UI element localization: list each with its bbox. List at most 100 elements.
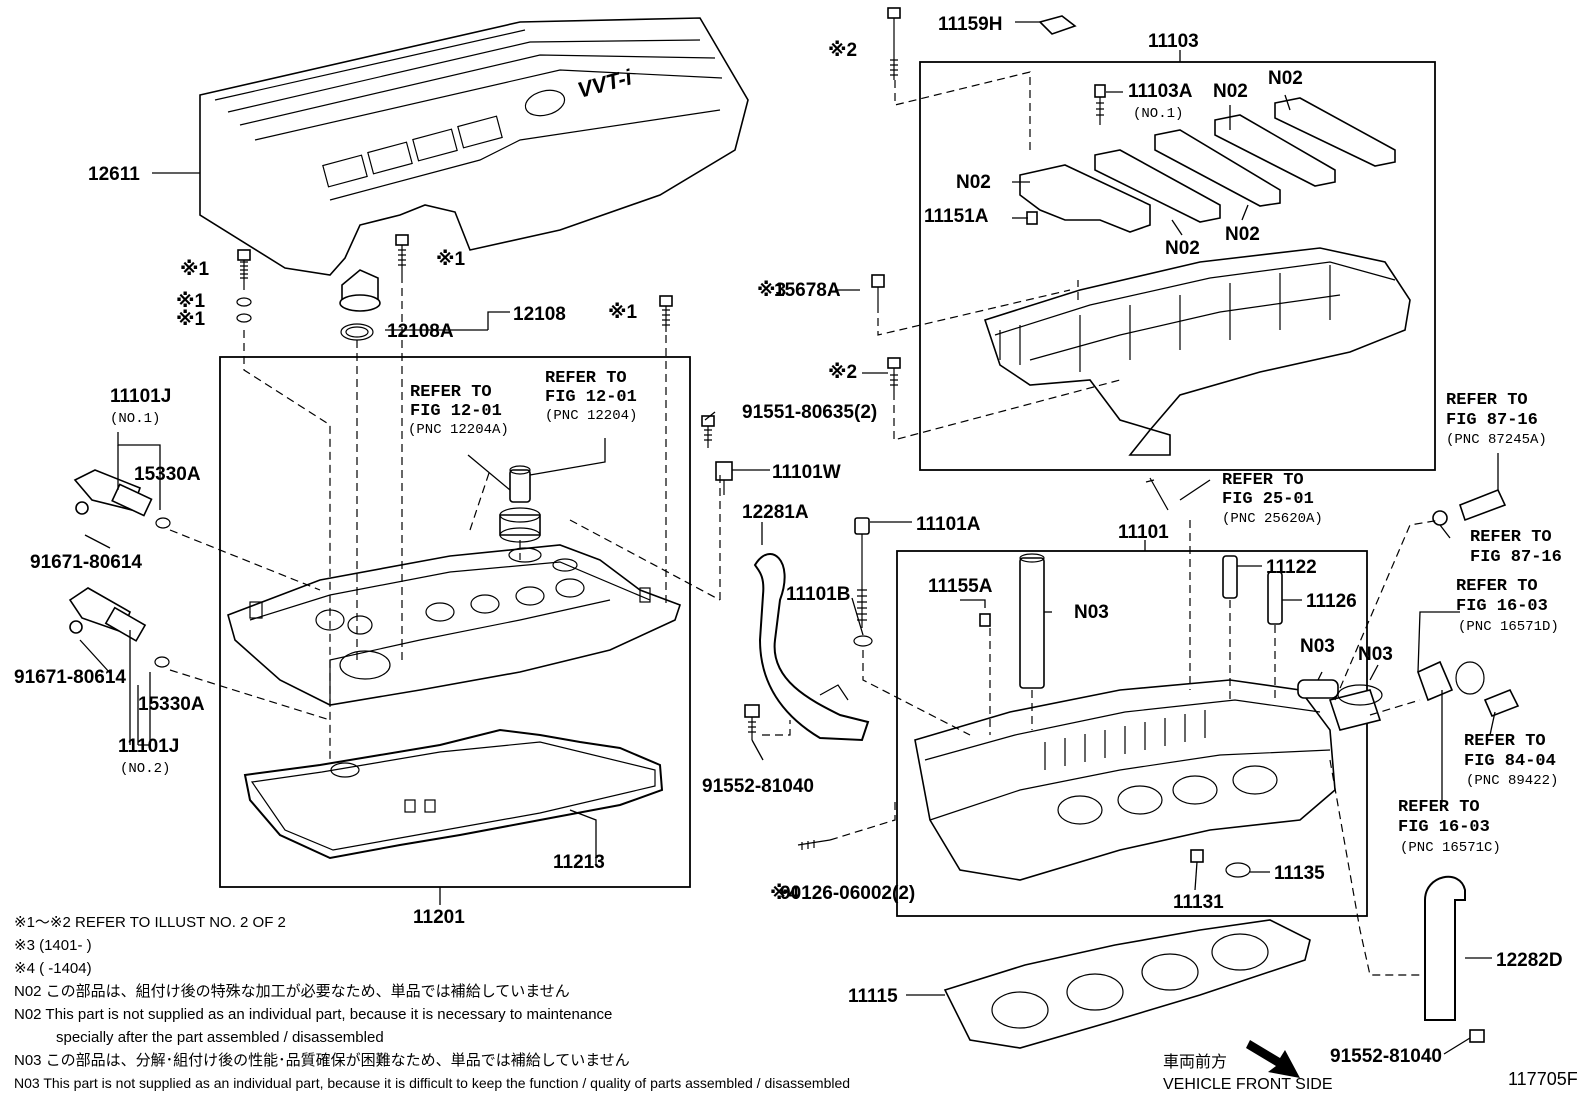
valve-cover-illustration (227, 544, 682, 706)
right-side-fittings-illustration (1416, 488, 1520, 1043)
label-11101W: 11101W (772, 462, 841, 483)
label-11101B: 11101B (786, 584, 850, 605)
valve-cover-gasket-illustration (243, 728, 664, 860)
valve-cover-group-box (219, 356, 691, 888)
camshaft-housing-illustration (983, 247, 1411, 456)
vehicle-front-en: VEHICLE FRONT SIDE (1163, 1076, 1333, 1093)
refer-7-line1: REFER TO (1464, 732, 1546, 751)
note-7: N03 この部品は、分解･組付け後の性能･品質確保が困難なため、単品では補給して… (14, 1051, 630, 1069)
refer-4-line1: REFER TO (1446, 391, 1528, 410)
oil-control-valve-1-illustration (73, 469, 171, 529)
mark-1-d: ※1 (436, 249, 465, 270)
refer-8-line3: (PNC 16571C) (1400, 840, 1501, 856)
mark-4: ※4 (770, 883, 799, 904)
mark-1-c: ※1 (176, 309, 205, 330)
label-91671-2: 91671-80614 (14, 667, 126, 688)
mark-2-b: ※2 (828, 362, 857, 383)
label-n02-e: N02 (1225, 224, 1260, 245)
vehicle-front-arrow-icon (1246, 1040, 1300, 1078)
oil-control-valve-2-illustration (68, 587, 170, 668)
refer-2-line2: FIG 12-01 (545, 388, 637, 407)
label-11155A: 11155A (928, 576, 993, 597)
refer-6-line1: REFER TO (1456, 577, 1538, 596)
refer-6-line3: (PNC 16571D) (1458, 619, 1559, 635)
note-8: N03 This part is not supplied as an indi… (14, 1075, 850, 1091)
water-hose-12281A-illustration (753, 553, 870, 742)
bolt-91552-left-illustration (744, 704, 760, 740)
refer-1-line3: (PNC 12204A) (408, 422, 509, 438)
label-11135: 11135 (1274, 863, 1325, 884)
label-11101J-no2: 11101J (118, 736, 179, 757)
label-11101A: 11101A (916, 514, 981, 535)
refer-3-line1: REFER TO (1222, 471, 1304, 490)
cam-bolt-and-gasket-illustration (871, 7, 1169, 511)
mark-1-e: ※1 (608, 302, 637, 323)
label-n02-b: N02 (1268, 68, 1303, 89)
label-11103: 11103 (1148, 31, 1199, 52)
refer-7-line3: (PNC 89422) (1466, 773, 1558, 789)
cylinder-head-group-box (896, 550, 1368, 917)
refer-7-line2: FIG 84-04 (1464, 752, 1556, 771)
label-12611: 12611 (88, 164, 140, 185)
bolts-left-illustration (236, 234, 733, 495)
refer-6-line2: FIG 16-03 (1456, 597, 1548, 616)
refer-4-line2: FIG 87-16 (1446, 411, 1538, 430)
label-11131: 11131 (1173, 892, 1224, 913)
refer-2-line1: REFER TO (545, 369, 627, 388)
label-12108A: 12108A (387, 321, 454, 342)
pcv-valve-illustration (499, 465, 541, 543)
label-91551: 91551-80635(2) (742, 402, 877, 423)
note-4: N02 この部品は、組付け後の特殊な加工が必要なため、単品では補給していません (14, 983, 570, 1000)
label-n03-c: N03 (1358, 644, 1393, 665)
label-11101J-no1: 11101J (110, 386, 171, 407)
refer-5-line2: FIG 87-16 (1470, 548, 1562, 567)
label-15330A-2: 15330A (138, 694, 205, 715)
label-11213: 11213 (553, 852, 605, 873)
note-1: ※1～※2 REFER TO ILLUST NO. 2 OF 2 (14, 914, 286, 931)
note-2: ※3 (1401- ) (14, 937, 92, 954)
head-gasket-illustration (943, 919, 1311, 1049)
cylinder-head-illustration (914, 679, 1336, 881)
label-11101: 11101 (1118, 522, 1169, 543)
refer-8-line2: FIG 16-03 (1398, 818, 1490, 837)
label-11103A-sub: (NO.1) (1133, 106, 1183, 122)
vehicle-front-jp: 車両前方 (1163, 1053, 1227, 1071)
refer-3-line2: FIG 25-01 (1222, 490, 1314, 509)
label-n02-a: N02 (1213, 81, 1248, 102)
label-15678A: 15678A (774, 280, 841, 301)
refer-4-line3: (PNC 87245A) (1446, 432, 1547, 448)
refer-1-line1: REFER TO (410, 383, 492, 402)
refer-3-line3: (PNC 25620A) (1222, 511, 1323, 527)
label-11103A: 11103A (1128, 81, 1193, 102)
label-11126: 11126 (1306, 591, 1357, 612)
label-n02-c: N02 (956, 172, 991, 193)
refer-2-line3: (PNC 12204) (545, 408, 637, 424)
label-12281A: 12281A (742, 502, 809, 523)
label-n03-b: N03 (1300, 636, 1335, 657)
label-11115: 11115 (848, 986, 898, 1007)
label-11101J-no1-sub: (NO.1) (110, 411, 160, 427)
label-11159H: 11159H (938, 14, 1002, 35)
stud-bolt-11101A-illustration (853, 517, 873, 647)
camshaft-bearing-caps-illustration (1019, 84, 1396, 233)
label-91671-1: 91671-80614 (30, 552, 142, 573)
label-90126: 90126-06002(2) (780, 883, 915, 904)
note-3: ※4 ( -1404) (14, 960, 92, 977)
refer-5-line1: REFER TO (1470, 528, 1552, 547)
label-12282D: 12282D (1496, 950, 1563, 971)
label-n03-a: N03 (1074, 602, 1109, 623)
label-11101J-no2-sub: (NO.2) (120, 761, 170, 777)
label-91552-left: 91552-81040 (702, 776, 814, 797)
label-91552-right: 91552-81040 (1330, 1046, 1442, 1067)
label-12108: 12108 (513, 304, 566, 325)
refer-1-line2: FIG 12-01 (410, 402, 502, 421)
mark-1-b: ※1 (176, 291, 205, 312)
label-11122: 11122 (1266, 557, 1317, 578)
mark-1-a: ※1 (180, 259, 209, 280)
head-small-parts-illustration (797, 553, 1383, 878)
refer-8-line1: REFER TO (1398, 798, 1480, 817)
label-11201: 11201 (413, 907, 465, 928)
oil-filler-cap-illustration (339, 269, 381, 341)
label-15330A-1: 15330A (134, 464, 201, 485)
